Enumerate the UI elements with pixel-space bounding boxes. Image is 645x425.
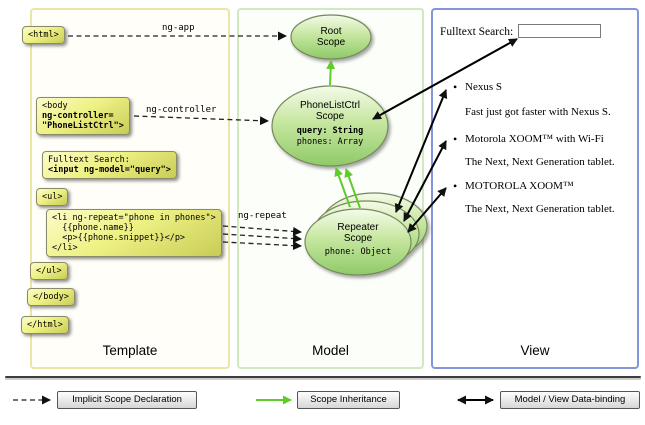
ng-repeat-label: ng-repeat [238,211,287,221]
code-body-open: <body ng-controller= "PhoneListCtrl"> [36,97,130,135]
legend-implicit-label: Implicit Scope Declaration [57,391,197,409]
scope-name-line: PhoneListCtrl [299,100,361,111]
code-line: "PhoneListCtrl"> [42,121,124,131]
scope-property: phones: Array [296,136,364,147]
code-line: <ul> [42,192,63,202]
scope-name-line: Scope [316,37,346,48]
root-scope-label: Root Scope [291,26,371,48]
code-line: <body [42,101,68,111]
code-fulltext-search: Fulltext Search: <input ng-model="query"… [42,151,177,179]
ng-controller-label: ng-controller [146,105,217,115]
code-line: Fulltext Search: [48,155,130,165]
code-line: ng-controller= [42,111,114,121]
code-ul-close: </ul> [30,262,68,280]
view-search-label: Fulltext Search: [440,26,514,38]
code-line: </body> [33,292,69,302]
code-line: <html> [28,30,59,40]
code-html-open: <html> [22,26,65,44]
code-li-repeat: <li ng-repeat="phone in phones"> {{phone… [46,209,222,257]
view-panel-label: View [520,343,550,358]
view-item-desc: Fast just got faster with Nexus S. [465,106,611,118]
code-line: {{phone.name}} [52,223,134,233]
code-html-close: </html> [21,316,69,334]
code-line: </html> [27,320,63,330]
scope-property: query: String [296,126,364,136]
code-line: <p>{{phone.snippet}}</p> [52,233,186,243]
scope-name-line: Root [320,26,342,37]
template-panel-label: Template [102,343,158,358]
scope-name-line: Repeater [337,222,379,233]
legend-separator [5,376,641,378]
ng-app-label: ng-app [162,23,195,33]
code-line: <input ng-model="query"> [48,165,171,175]
legend-inheritance-label: Scope Inheritance [297,391,400,409]
model-panel [237,8,424,369]
fulltext-search-input[interactable] [518,24,601,38]
code-line: <li ng-repeat="phone in phones"> [52,213,216,223]
view-item-title: MOTOROLA XOOM™ [452,179,574,194]
model-panel-label: Model [312,343,349,358]
view-item-title: Nexus S [452,80,502,95]
scope-name-line: Scope [315,111,345,122]
phonelistctrl-scope-label: PhoneListCtrl Scope query: String phones… [272,100,388,147]
repeater-scope-label: Repeater Scope phone: Object [306,222,410,258]
view-item-desc: The Next, Next Generation tablet. [465,203,615,215]
view-item-title: Motorola XOOM™ with Wi-Fi [452,132,604,147]
code-line: </ul> [36,266,62,276]
scope-name-line: Scope [343,233,373,244]
code-ul-open: <ul> [36,188,69,206]
view-item-desc: The Next, Next Generation tablet. [465,156,615,168]
code-line: </li> [52,243,78,253]
scope-property: phone: Object [324,247,392,257]
legend-binding-label: Model / View Data-binding [500,391,640,409]
code-body-close: </body> [27,288,75,306]
